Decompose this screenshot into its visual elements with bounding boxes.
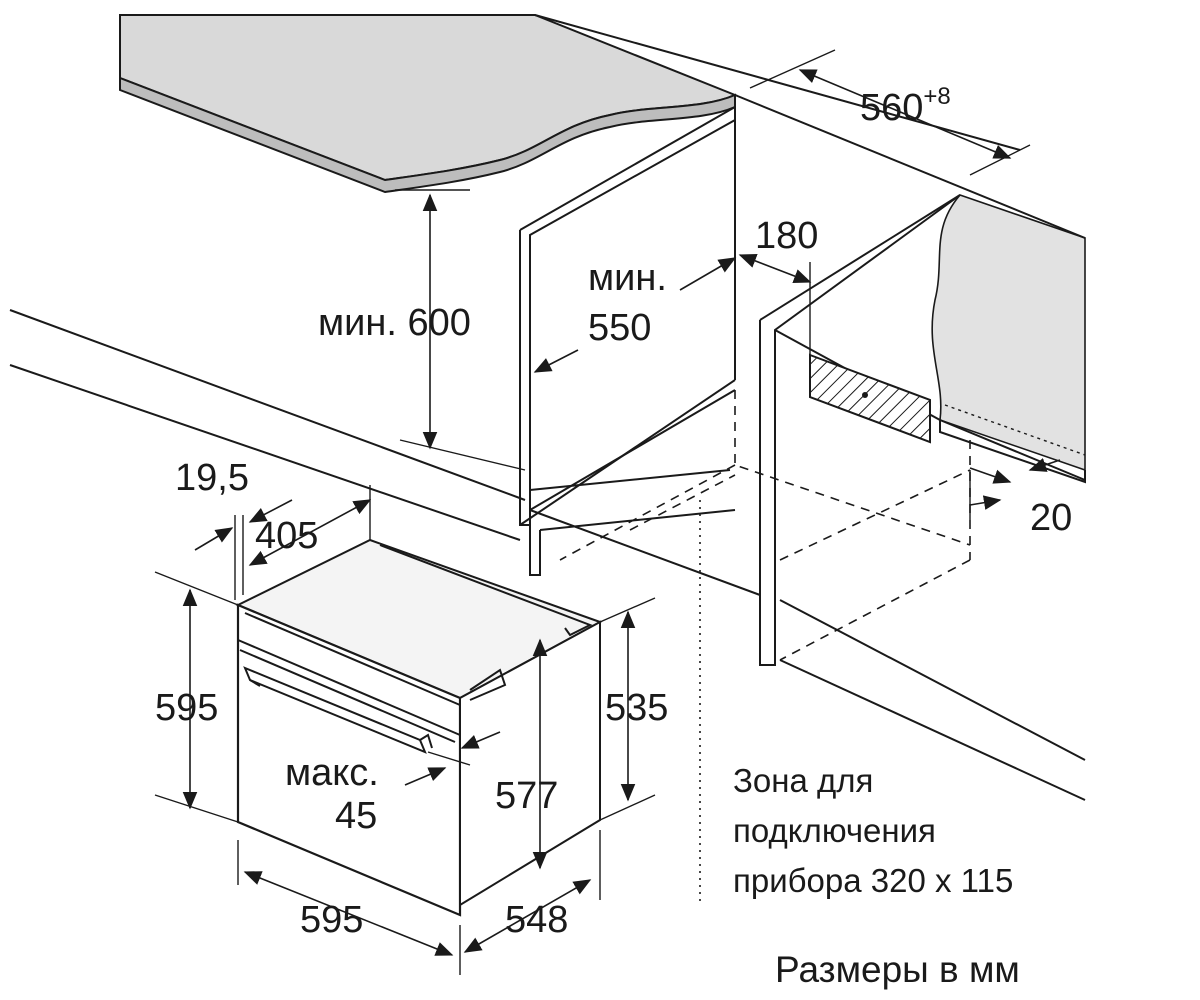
dimension-lines (154, 49, 1061, 975)
handle-protrusion-value: 45 (335, 795, 377, 837)
rear-gap-label: 20 (1030, 497, 1072, 539)
oven-height-label: 595 (155, 687, 218, 729)
connection-offset-label: 180 (755, 215, 818, 257)
oven-depth-label: 548 (505, 899, 568, 941)
front-panel-label: 19,5 (175, 457, 249, 499)
countertop (119, 14, 738, 194)
niche-height-label: мин. 600 (318, 302, 471, 344)
niche-depth-prefix: мин. (588, 257, 667, 299)
zone-note-line-3: прибора 320 x 115 (733, 862, 1013, 899)
wall-section (931, 194, 1086, 484)
niche-depth-value: 550 (588, 307, 651, 349)
top-depth-label: 405 (255, 515, 318, 557)
oven-width-label: 595 (300, 899, 363, 941)
niche-width-label: 560+8 (860, 83, 951, 129)
dimension-labels: 560+8 мин. 600 мин. 550 180 20 19,5 405 … (155, 83, 1072, 941)
zone-note-line-2: подключения (733, 812, 936, 849)
connection-zone (809, 262, 931, 444)
oven-body-height-label: 535 (605, 687, 668, 729)
units-caption: Размеры в мм (775, 949, 1020, 990)
oven-inner-height-label: 577 (495, 775, 558, 817)
oven (235, 538, 603, 917)
handle-protrusion-prefix: макс. (285, 752, 379, 794)
zone-note-line-1: Зона для (733, 762, 873, 799)
connection-zone-note: Зона для подключения прибора 320 x 115 (733, 762, 1013, 899)
